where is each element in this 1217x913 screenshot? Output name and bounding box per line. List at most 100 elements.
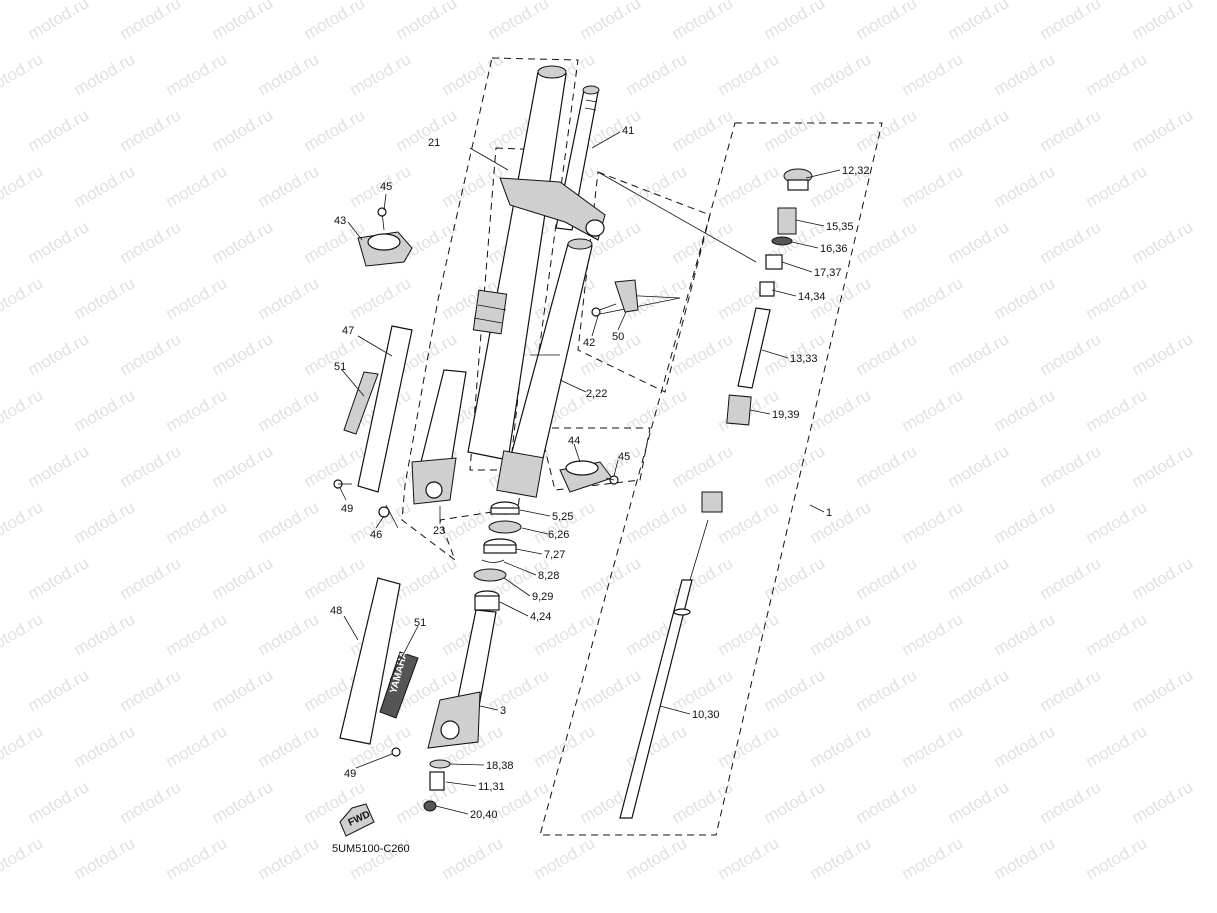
watermark-text: motod.ru [1129, 665, 1197, 715]
label-45-upper: 45 [380, 181, 392, 193]
label-14-34: 14,34 [798, 291, 826, 303]
watermark-text: motod.ru [347, 273, 415, 323]
label-41: 41 [622, 125, 634, 137]
fork-guard-upper [333, 325, 413, 529]
label-20-40: 20,40 [470, 809, 498, 821]
watermark-text: motod.ru [485, 665, 553, 715]
watermark-text: motod.ru [715, 273, 783, 323]
watermark-text: motod.ru [669, 0, 737, 43]
watermark-text: motod.ru [117, 777, 185, 827]
watermark-text: motod.ru [209, 0, 277, 43]
watermark-text: motod.ru [807, 609, 875, 659]
watermark-text: motod.ru [945, 105, 1013, 155]
watermark-text: motod.ru [255, 609, 323, 659]
label-15-35: 15,35 [826, 221, 854, 233]
watermark-text: motod.ru [1129, 105, 1197, 155]
watermark-text: motod.ru [117, 441, 185, 491]
watermark-text: motod.ru [71, 497, 139, 547]
outer-tube [467, 65, 567, 461]
watermark-text: motod.ru [945, 329, 1013, 379]
watermark-text: motod.ru [209, 329, 277, 379]
watermark-text: motod.ru [761, 441, 829, 491]
watermark-text: motod.ru [899, 161, 967, 211]
label-9-29: 9,29 [532, 591, 553, 603]
watermark-text: motod.ru [715, 497, 783, 547]
label-43: 43 [334, 215, 346, 227]
watermark-text: motod.ru [117, 0, 185, 43]
watermark-text: motod.ru [1037, 553, 1105, 603]
watermark-text: motod.ru [1129, 217, 1197, 267]
watermark-text: motod.ru [1083, 273, 1151, 323]
watermark-text: motod.ru [623, 49, 691, 99]
watermark-text: motod.ru [163, 497, 231, 547]
watermark-text: motod.ru [623, 721, 691, 771]
watermark-text: motod.ru [899, 609, 967, 659]
watermark-text: motod.ru [807, 497, 875, 547]
guard-clamp-upper [357, 207, 413, 267]
watermark-text: motod.ru [577, 0, 645, 43]
watermark-text: motod.ru [1083, 721, 1151, 771]
watermark-text: motod.ru [25, 553, 93, 603]
watermark-layer: motod.ru motod.ru motod.ru motod.ru motod.ru… [0, 0, 1196, 883]
watermark-text: motod.ru [715, 833, 783, 883]
watermark-text: motod.ru [485, 0, 553, 43]
outline-axle-holder-group [469, 147, 546, 471]
watermark-text: motod.ru [1037, 105, 1105, 155]
watermark-text: motod.ru [71, 385, 139, 435]
watermark-text: motod.ru [347, 49, 415, 99]
watermark-text: motod.ru [899, 49, 967, 99]
watermark-text: motod.ru [623, 497, 691, 547]
label-11-31: 11,31 [478, 781, 505, 793]
watermark-text: motod.ru [0, 721, 46, 771]
watermark-text: motod.ru [853, 105, 921, 155]
watermark-text: motod.ru [71, 161, 139, 211]
watermark-text: motod.ru [715, 721, 783, 771]
label-6-26: 6,26 [548, 529, 569, 541]
watermark-text: motod.ru [301, 105, 369, 155]
label-16-36: 16,36 [820, 243, 848, 255]
label-18-38: 18,38 [486, 760, 514, 772]
watermark-text: motod.ru [945, 777, 1013, 827]
watermark-text: motod.ru [1129, 329, 1197, 379]
label-49-lower: 49 [344, 768, 356, 780]
watermark-text: motod.ru [531, 833, 599, 883]
watermark-text: motod.ru [25, 441, 93, 491]
watermark-text: motod.ru [163, 385, 231, 435]
watermark-text: motod.ru [163, 609, 231, 659]
label-4-24: 4,24 [530, 611, 551, 623]
label-2-22: 2,22 [586, 388, 607, 400]
watermark-text: motod.ru [761, 665, 829, 715]
label-48: 48 [330, 605, 342, 617]
label-7-27: 7,27 [544, 549, 565, 561]
watermark-text: motod.ru [945, 553, 1013, 603]
watermark-text: motod.ru [1129, 553, 1197, 603]
watermark-text: motod.ru [899, 721, 967, 771]
watermark-text: motod.ru [761, 0, 829, 43]
watermark-text: motod.ru [25, 665, 93, 715]
watermark-text: motod.ru [1129, 441, 1197, 491]
watermark-text: motod.ru [899, 497, 967, 547]
watermark-text: motod.ru [255, 385, 323, 435]
label-42: 42 [583, 337, 595, 349]
watermark-text: motod.ru [623, 833, 691, 883]
watermark-text: motod.ru [71, 721, 139, 771]
watermark-text: motod.ru [0, 161, 46, 211]
watermark-text: motod.ru [991, 49, 1059, 99]
watermark-text: motod.ru [945, 0, 1013, 43]
watermark-text: motod.ru [945, 441, 1013, 491]
watermark-text: motod.ru [1083, 161, 1151, 211]
label-51-lower: 51 [414, 617, 426, 629]
watermark-text: motod.ru [991, 833, 1059, 883]
watermark-text: motod.ru [393, 0, 461, 43]
watermark-text: motod.ru [853, 217, 921, 267]
watermark-text: motod.ru [1129, 0, 1197, 43]
label-21: 21 [428, 137, 440, 149]
watermark-text: motod.ru [209, 777, 277, 827]
watermark-text: motod.ru [0, 385, 46, 435]
watermark-text: motod.ru [761, 553, 829, 603]
watermark-text: motod.ru [761, 777, 829, 827]
watermark-text: motod.ru [117, 217, 185, 267]
watermark-text: motod.ru [255, 161, 323, 211]
watermark-text: motod.ru [991, 609, 1059, 659]
watermark-text: motod.ru [117, 329, 185, 379]
